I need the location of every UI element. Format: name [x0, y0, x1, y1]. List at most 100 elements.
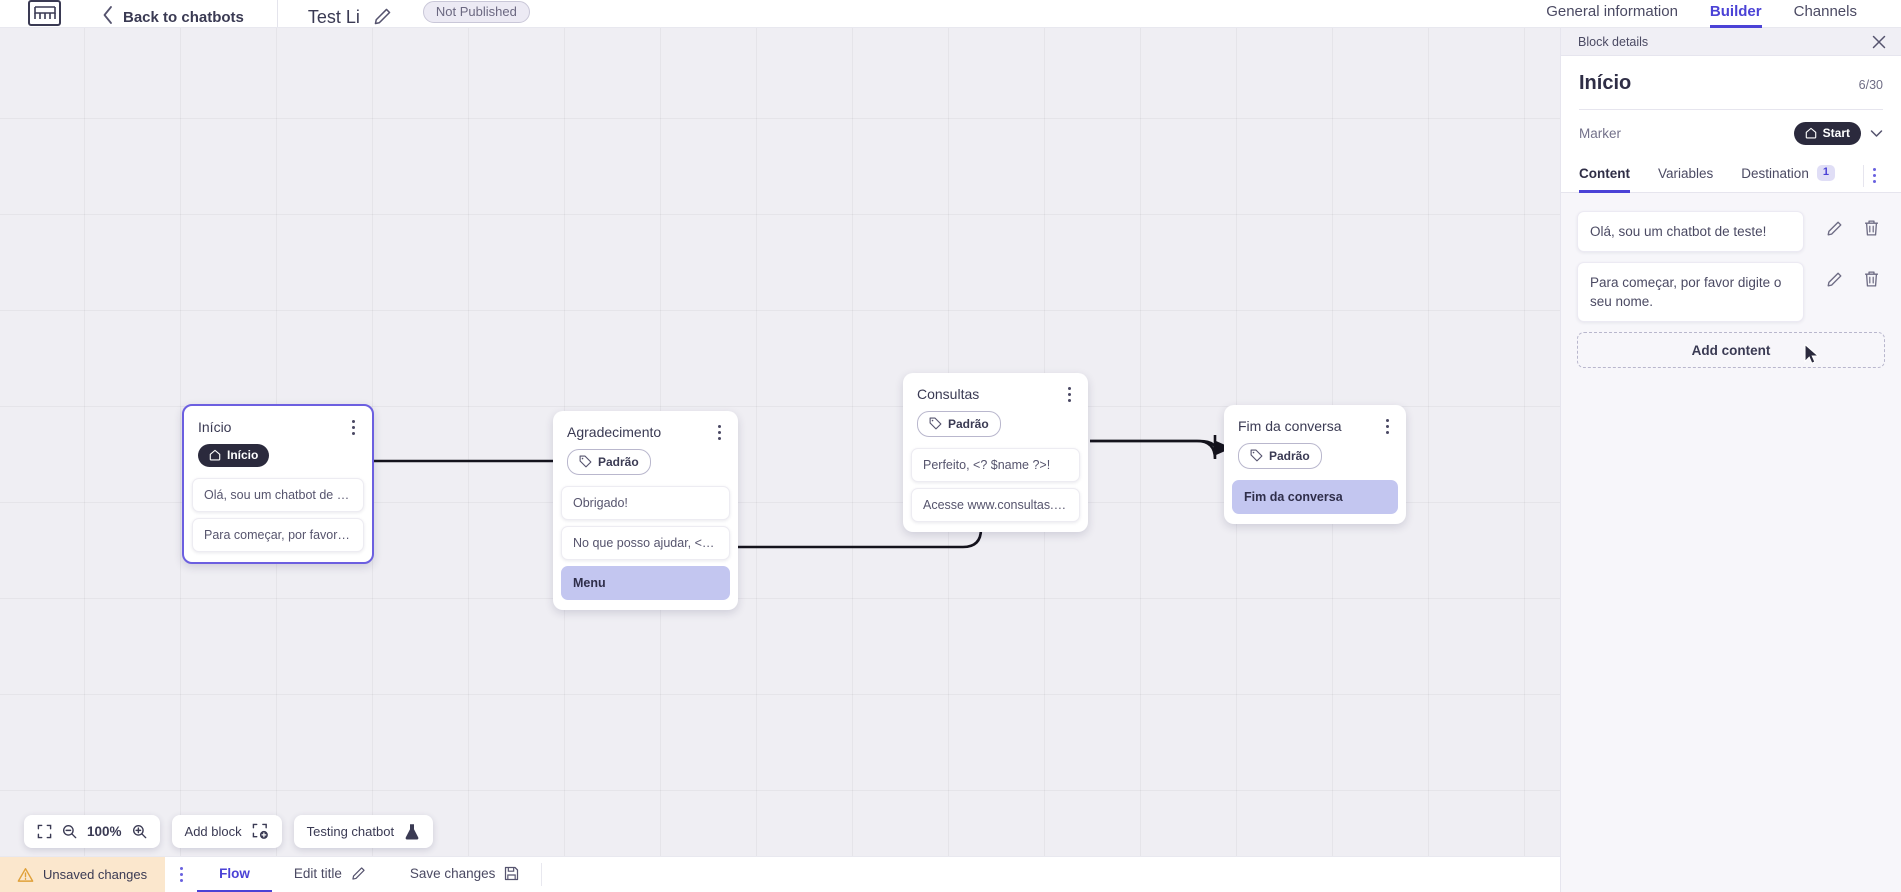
unsaved-changes-indicator: Unsaved changes	[0, 857, 166, 892]
nav-tab-channels[interactable]: Channels	[1793, 3, 1857, 20]
panel-body-top: Início 6/30 Marker Start	[1561, 56, 1901, 159]
panel-tab-destination[interactable]: Destination 1	[1741, 159, 1835, 193]
node-tag-row: Padrão	[903, 402, 1088, 448]
flow-node-agradecimento[interactable]: Agradecimento Padrão Obrigado! No que po…	[553, 411, 738, 610]
chevron-down-icon[interactable]	[1870, 129, 1883, 138]
chatbot-title-group: Test Li Not Published	[308, 1, 530, 26]
panel-tab-content[interactable]: Content	[1579, 160, 1630, 193]
marker-select[interactable]: Start	[1793, 122, 1883, 145]
tab-label: Destination	[1741, 165, 1809, 181]
node-tag-padrao: Padrão	[567, 449, 651, 475]
main-nav-tabs: General information Builder Channels	[1546, 0, 1901, 28]
statusbar-tab-flow[interactable]: Flow	[197, 857, 272, 892]
node-tag-label: Padrão	[948, 416, 989, 431]
node-item[interactable]: Obrigado!	[561, 486, 730, 520]
chevron-left-icon	[103, 6, 112, 24]
home-icon	[1805, 127, 1816, 139]
nav-tab-general-information[interactable]: General information	[1546, 3, 1678, 20]
tag-icon	[1250, 449, 1263, 462]
node-item[interactable]: Acesse www.consultas.com par...	[911, 488, 1080, 522]
destination-count-badge: 1	[1816, 165, 1835, 181]
edit-title-button[interactable]: Edit title	[272, 857, 388, 892]
unsaved-changes-label: Unsaved changes	[43, 867, 148, 882]
add-block-label: Add block	[184, 824, 242, 839]
flow-canvas[interactable]: Início Início Olá, sou um chatbot de tes…	[0, 28, 1560, 856]
node-menu-button[interactable]	[344, 417, 362, 437]
app-header: Back to chatbots Test Li Not Published G…	[0, 0, 1901, 28]
panel-tabs-menu-button[interactable]	[1862, 164, 1883, 187]
panel-rule	[1579, 109, 1883, 110]
marker-row: Marker Start	[1579, 110, 1883, 159]
panel-header-label: Block details	[1578, 34, 1649, 49]
add-block-icon	[252, 823, 268, 839]
delete-trash-icon[interactable]	[1863, 219, 1880, 237]
testing-chatbot-label: Testing chatbot	[306, 824, 395, 839]
pencil-icon	[352, 867, 365, 880]
edit-pencil-icon[interactable]	[373, 7, 392, 26]
node-item[interactable]: Olá, sou um chatbot de teste!	[192, 478, 364, 512]
zoom-controls[interactable]: 100%	[24, 815, 160, 848]
app-logo[interactable]	[28, 0, 61, 26]
zoom-in-icon[interactable]	[132, 824, 147, 839]
node-tag-padrao: Padrão	[917, 411, 1001, 437]
content-row-actions	[1804, 262, 1885, 288]
content-row: Para começar, por favor digite o seu nom…	[1577, 262, 1885, 322]
header-divider	[276, 0, 278, 27]
node-item-fim[interactable]: Fim da conversa	[1232, 480, 1398, 514]
edge-consultas-fim	[1090, 435, 1217, 460]
node-menu-button[interactable]	[1378, 416, 1396, 436]
flow-node-consultas[interactable]: Consultas Padrão Perfeito, <? $name ?>! …	[903, 373, 1088, 532]
publish-status-badge: Not Published	[422, 1, 530, 23]
back-to-chatbots-button[interactable]: Back to chatbots	[101, 4, 244, 26]
flow-node-inicio[interactable]: Início Início Olá, sou um chatbot de tes…	[182, 404, 374, 564]
node-tag-label: Padrão	[1269, 448, 1310, 463]
node-item[interactable]: No que posso ajudar, <? $name ...	[561, 526, 730, 560]
edit-title-label: Edit title	[293, 866, 342, 881]
zoom-level: 100%	[87, 824, 122, 839]
tab-label: Variables	[1658, 165, 1714, 181]
node-tag-padrao: Padrão	[1238, 443, 1322, 469]
node-item[interactable]: Para começar, por favor digite o ...	[192, 518, 364, 552]
panel-header: Block details	[1561, 28, 1901, 56]
zoom-out-icon[interactable]	[62, 824, 77, 839]
marker-value-chip: Start	[1793, 122, 1861, 145]
testing-chatbot-button[interactable]: Testing chatbot	[293, 815, 434, 848]
add-block-button[interactable]: Add block	[171, 815, 282, 848]
delete-trash-icon[interactable]	[1863, 270, 1880, 288]
node-tag-label: Início	[227, 448, 259, 462]
close-icon[interactable]	[1871, 34, 1887, 50]
edit-pencil-icon[interactable]	[1826, 220, 1843, 237]
save-changes-button[interactable]: Save changes	[388, 857, 542, 892]
flow-node-fim-da-conversa[interactable]: Fim da conversa Padrão Fim da conversa	[1224, 405, 1406, 524]
node-menu-button[interactable]	[710, 422, 728, 442]
nav-tab-builder[interactable]: Builder	[1709, 4, 1762, 28]
node-tag-row: Início	[184, 435, 372, 478]
marker-value-label: Start	[1822, 126, 1850, 140]
save-changes-label: Save changes	[409, 866, 496, 881]
node-title: Agradecimento	[567, 424, 662, 440]
fit-screen-icon[interactable]	[37, 824, 52, 839]
chatbot-title: Test Li	[307, 7, 360, 27]
node-title: Fim da conversa	[1238, 418, 1342, 434]
panel-title: Início	[1579, 72, 1632, 94]
add-content-button[interactable]: Add content	[1577, 332, 1885, 368]
content-text[interactable]: Olá, sou um chatbot de teste!	[1577, 211, 1804, 252]
edge-consultas-fim-b	[1090, 439, 1219, 455]
flow-label: Flow	[219, 866, 250, 881]
panel-char-count: 6/30	[1858, 78, 1883, 92]
node-menu-button[interactable]	[1060, 384, 1078, 404]
panel-title-row: Início 6/30	[1579, 72, 1883, 95]
statusbar-menu-button[interactable]	[165, 857, 197, 892]
tab-label: Content	[1579, 165, 1630, 181]
panel-tab-variables[interactable]: Variables	[1658, 160, 1713, 193]
home-icon	[209, 449, 221, 461]
node-tag-row: Padrão	[553, 440, 738, 486]
node-item[interactable]: Perfeito, <? $name ?>!	[911, 448, 1080, 482]
add-content-label: Add content	[1691, 342, 1771, 358]
edit-pencil-icon[interactable]	[1826, 271, 1843, 288]
save-disk-icon	[505, 866, 519, 881]
back-label: Back to chatbots	[123, 9, 244, 26]
tag-icon	[579, 455, 592, 468]
content-text[interactable]: Para começar, por favor digite o seu nom…	[1577, 262, 1804, 322]
node-item-menu[interactable]: Menu	[561, 566, 730, 600]
